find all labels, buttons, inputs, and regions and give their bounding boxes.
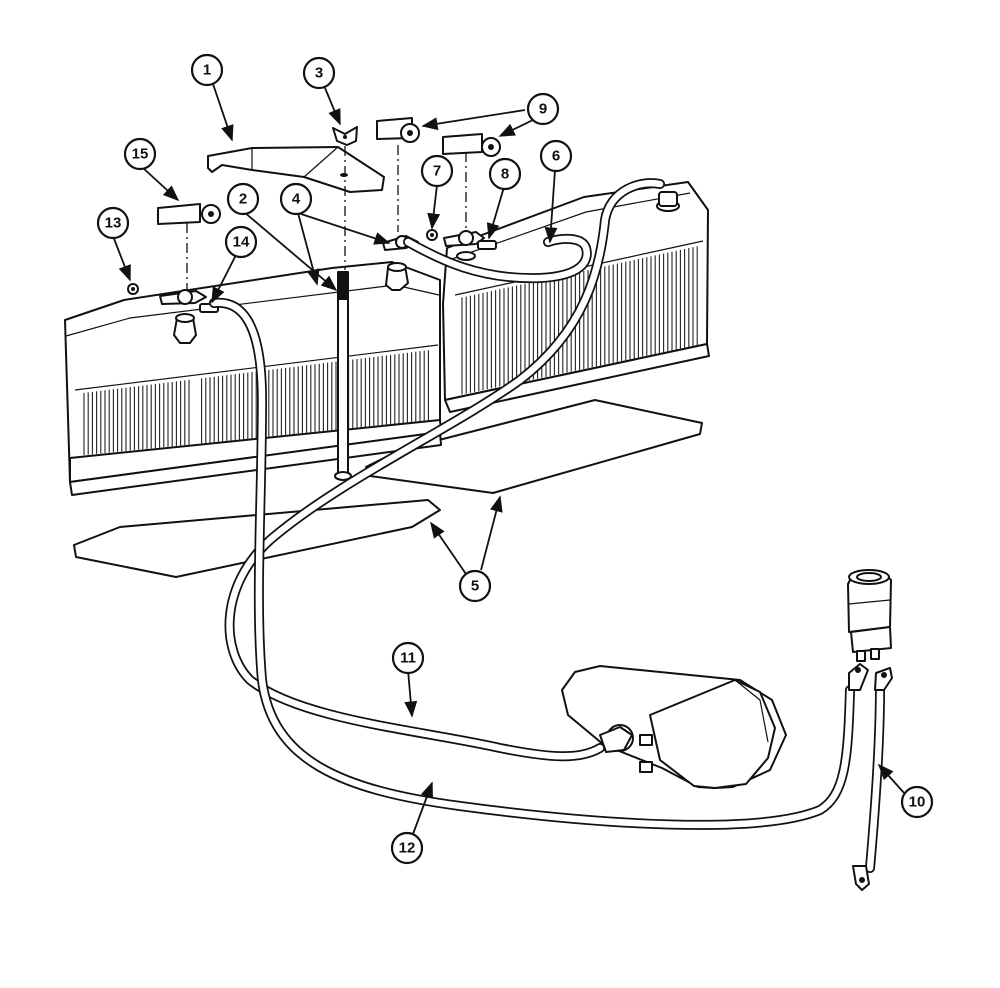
battery-cables xyxy=(209,178,885,873)
switch-cable-lugs xyxy=(599,663,893,891)
battery-right xyxy=(442,181,710,413)
svg-text:3: 3 xyxy=(315,65,323,82)
svg-text:2: 2 xyxy=(239,191,247,208)
callout-11: 11 xyxy=(391,641,425,675)
terminal-clamp-rear xyxy=(382,229,497,251)
callout-13: 13 xyxy=(96,206,130,240)
svg-text:5: 5 xyxy=(471,578,479,595)
callout-1: 1 xyxy=(190,53,224,87)
callout-3: 3 xyxy=(302,56,336,90)
svg-text:7: 7 xyxy=(433,163,441,180)
svg-text:14: 14 xyxy=(233,234,250,251)
callout-6: 6 xyxy=(539,139,573,173)
svg-text:11: 11 xyxy=(400,650,416,667)
svg-text:13: 13 xyxy=(105,215,122,232)
hold-down-clamp xyxy=(207,146,385,193)
svg-text:8: 8 xyxy=(501,166,509,183)
callout-12: 12 xyxy=(390,831,424,865)
svg-text:15: 15 xyxy=(132,146,149,163)
starter-motor xyxy=(561,665,787,789)
battery-disconnect-switch xyxy=(847,569,892,662)
svg-text:12: 12 xyxy=(399,840,416,857)
callout-4: 4 xyxy=(279,182,313,216)
terminal-cover-rear-b xyxy=(442,133,501,157)
svg-text:10: 10 xyxy=(909,794,926,811)
svg-text:9: 9 xyxy=(539,101,547,118)
svg-text:4: 4 xyxy=(292,191,301,208)
callout-15: 15 xyxy=(123,137,157,171)
terminal-cover-front-left xyxy=(157,203,221,225)
alignment-lines xyxy=(186,145,467,290)
callout-5: 5 xyxy=(458,569,492,603)
callout-9: 9 xyxy=(526,92,560,126)
callout-8: 8 xyxy=(488,157,522,191)
svg-text:1: 1 xyxy=(203,62,211,79)
svg-text:6: 6 xyxy=(552,148,560,165)
wing-nut xyxy=(332,126,358,146)
hold-down-rod xyxy=(334,271,352,481)
leader-lines xyxy=(112,83,906,835)
callout-7: 7 xyxy=(420,154,454,188)
callout-2: 2 xyxy=(226,182,260,216)
terminal-clamp-left xyxy=(127,283,219,313)
callout-14: 14 xyxy=(224,225,258,259)
callout-10: 10 xyxy=(900,785,934,819)
terminal-cover-rear-a xyxy=(376,117,420,143)
